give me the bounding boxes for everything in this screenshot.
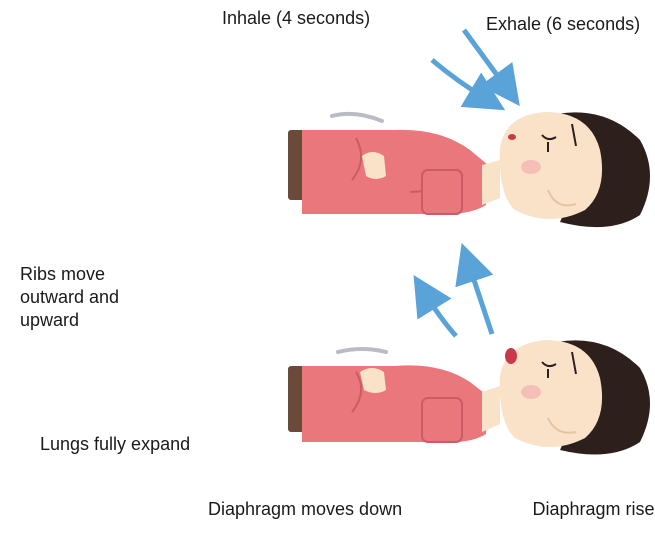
inhale-arrow-2: [464, 30, 508, 90]
lungs-label: Lungs fully expand: [40, 433, 190, 456]
exhale-arrows: [424, 262, 492, 336]
exhale-label: Exhale (6 seconds): [486, 13, 640, 36]
bottom-figure: [288, 340, 650, 455]
diaphragm-rises-label: Diaphragm rises: [523, 498, 655, 521]
inhale-arrows: [432, 30, 508, 100]
top-figure: [288, 112, 650, 227]
face-top: [500, 112, 602, 219]
motion-line-bottom: [338, 349, 386, 352]
ribs-label: Ribs move outward and upward: [20, 263, 170, 332]
exhale-arrow-1: [424, 292, 456, 336]
diaphragm-down-label: Diaphragm moves down: [208, 498, 358, 521]
inhale-arrow-1: [432, 60, 488, 100]
inhale-label: Inhale (4 seconds): [222, 7, 370, 30]
exhale-arrow-2: [468, 262, 492, 334]
motion-line-top: [332, 114, 382, 121]
arm-bottom: [360, 368, 386, 393]
